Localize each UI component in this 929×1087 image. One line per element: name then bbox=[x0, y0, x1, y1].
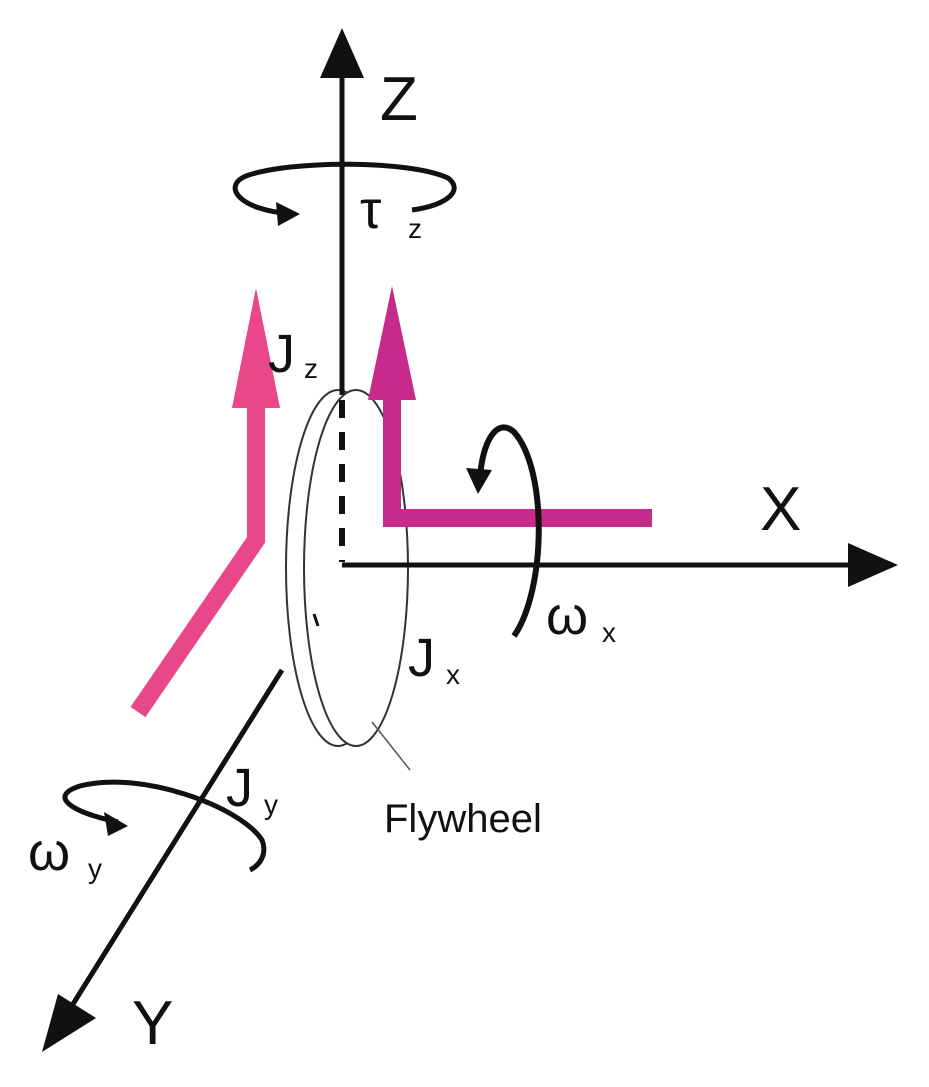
svg-text:J: J bbox=[268, 324, 295, 384]
svg-text:ω: ω bbox=[28, 822, 70, 882]
j-x-bracket-arrow bbox=[368, 286, 652, 527]
y-axis bbox=[42, 668, 285, 1052]
svg-text:J: J bbox=[226, 758, 253, 818]
svg-text:x: x bbox=[446, 659, 460, 690]
flywheel-tick bbox=[312, 613, 320, 627]
j-y-bracket-arrowhead bbox=[232, 288, 280, 408]
j-y-label: J y bbox=[226, 758, 278, 820]
y-axis-label: Y bbox=[132, 989, 173, 1058]
x-axis-arrowhead bbox=[848, 543, 898, 587]
svg-text:y: y bbox=[264, 789, 278, 820]
svg-text:τ: τ bbox=[360, 180, 381, 240]
svg-text:x: x bbox=[602, 617, 616, 648]
flywheel bbox=[285, 389, 409, 747]
flywheel-label: Flywheel bbox=[384, 797, 542, 841]
svg-text:J: J bbox=[408, 628, 435, 688]
j-z-label: J z bbox=[268, 324, 318, 384]
z-axis bbox=[320, 28, 364, 562]
j-x-bracket-arrowhead bbox=[368, 286, 416, 400]
z-axis-arrowhead bbox=[320, 28, 364, 78]
tau-z-label: τ z bbox=[360, 180, 422, 244]
svg-text:ω: ω bbox=[546, 586, 588, 646]
omega-y-label: ω y bbox=[28, 822, 102, 884]
x-axis bbox=[342, 543, 898, 587]
z-axis-label: Z bbox=[380, 65, 418, 134]
tau-z-rotation-arrow bbox=[232, 161, 457, 226]
omega-y-rotation-arrow bbox=[62, 779, 267, 873]
flywheel-front-face bbox=[303, 389, 409, 747]
x-axis-label: X bbox=[760, 475, 801, 544]
svg-text:z: z bbox=[408, 213, 422, 244]
flywheel-leader-line bbox=[371, 721, 411, 771]
j-x-label: J x bbox=[408, 628, 460, 690]
omega-x-rotation-arrow bbox=[466, 424, 542, 638]
svg-text:y: y bbox=[88, 853, 102, 884]
y-axis-arrowhead bbox=[42, 994, 96, 1052]
j-y-bracket-arrow bbox=[130, 288, 280, 718]
svg-text:z: z bbox=[304, 353, 318, 384]
omega-x-label: ω x bbox=[546, 586, 616, 648]
